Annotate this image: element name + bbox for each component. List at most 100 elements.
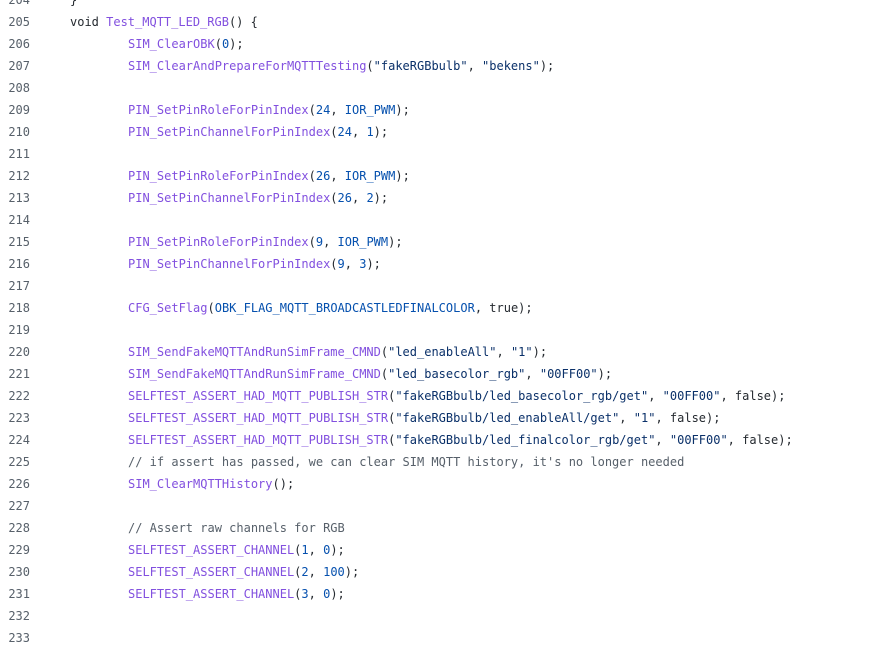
code-token: ); (388, 235, 403, 249)
code-token: , (727, 433, 743, 447)
line-number[interactable]: 214 (8, 213, 30, 227)
code-text: PIN_SetPinChannelForPinIndex(26, 2); (128, 187, 388, 209)
code-token: 0 (221, 37, 230, 51)
code-line: 228 // Assert raw channels for RGB (0, 517, 886, 539)
code-token: ( (388, 389, 396, 403)
code-token: 26 (315, 169, 331, 183)
code-token: OBK_FLAG_MQTT_BROADCASTLEDFINALCOLOR (214, 301, 475, 315)
code-text: SELFTEST_ASSERT_CHANNEL(2, 100); (128, 561, 359, 583)
code-token: ( (388, 433, 396, 447)
code-token: 9 (337, 257, 345, 271)
code-line: 223 SELFTEST_ASSERT_HAD_MQTT_PUBLISH_STR(… (0, 407, 886, 429)
code-token: SIM_ClearOBK (128, 37, 215, 51)
code-token: (); (272, 477, 295, 491)
code-token: } (70, 0, 78, 7)
code-token: IOR_PWM (344, 103, 396, 117)
code-token: 1 (366, 125, 374, 139)
code-token: IOR_PWM (344, 169, 396, 183)
code-token: 2 (366, 191, 374, 205)
line-number[interactable]: 213 (8, 191, 30, 205)
line-number[interactable]: 226 (8, 477, 30, 491)
line-number[interactable]: 220 (8, 345, 30, 359)
line-number[interactable]: 204 (8, 0, 30, 7)
line-number[interactable]: 224 (8, 433, 30, 447)
code-token: ); (532, 345, 548, 359)
code-token: Test_MQTT_LED_RGB (106, 15, 229, 29)
line-number[interactable]: 232 (8, 609, 30, 623)
code-line: 225 // if assert has passed, we can clear… (0, 451, 886, 473)
code-line: 227 (0, 495, 886, 517)
code-token: CFG_SetFlag (128, 301, 208, 315)
code-text: PIN_SetPinRoleForPinIndex(24, IOR_PWM); (128, 99, 410, 121)
code-token: SIM_SendFakeMQTTAndRunSimFrame_CMND (128, 367, 381, 381)
code-token: ( (380, 367, 389, 381)
code-token: false (742, 433, 779, 447)
code-token: ( (308, 169, 316, 183)
code-line: 232 (0, 605, 886, 627)
line-number[interactable]: 219 (8, 323, 30, 337)
code-token: , (467, 59, 483, 73)
line-number[interactable]: 229 (8, 543, 30, 557)
line-number[interactable]: 222 (8, 389, 30, 403)
code-token: , (308, 565, 324, 579)
line-number[interactable]: 211 (8, 147, 30, 161)
code-text: SELFTEST_ASSERT_HAD_MQTT_PUBLISH_STR("fa… (128, 407, 720, 429)
line-number[interactable]: 233 (8, 631, 30, 645)
line-number[interactable]: 216 (8, 257, 30, 271)
line-number[interactable]: 221 (8, 367, 30, 381)
code-token: ); (330, 587, 345, 601)
code-token: "led_enableAll" (388, 345, 497, 359)
code-token: 3 (359, 257, 367, 271)
code-line: 217 (0, 275, 886, 297)
code-token: 0 (323, 543, 331, 557)
line-number[interactable]: 209 (8, 103, 30, 117)
code-token: // Assert raw channels for RGB (128, 521, 345, 535)
line-number[interactable]: 225 (8, 455, 30, 469)
code-token: ); (539, 59, 555, 73)
code-token: ); (778, 433, 793, 447)
code-token: 24 (337, 125, 352, 139)
code-token: ); (518, 301, 533, 315)
line-number[interactable]: 218 (8, 301, 30, 315)
code-token: ( (330, 257, 338, 271)
line-number[interactable]: 215 (8, 235, 30, 249)
code-token: ( (214, 37, 222, 51)
line-number[interactable]: 228 (8, 521, 30, 535)
code-text: PIN_SetPinRoleForPinIndex(26, IOR_PWM); (128, 165, 410, 187)
line-number[interactable]: 206 (8, 37, 30, 51)
line-number[interactable]: 208 (8, 81, 30, 95)
code-line: 214 (0, 209, 886, 231)
line-number[interactable]: 223 (8, 411, 30, 425)
line-number[interactable]: 212 (8, 169, 30, 183)
line-number[interactable]: 231 (8, 587, 30, 601)
code-text: void Test_MQTT_LED_RGB() { (70, 11, 258, 33)
code-token: ( (308, 103, 316, 117)
code-line: 230 SELFTEST_ASSERT_CHANNEL(2, 100); (0, 561, 886, 583)
code-token: ); (373, 125, 389, 139)
line-number[interactable]: 210 (8, 125, 30, 139)
code-token: SELFTEST_ASSERT_CHANNEL (128, 543, 295, 557)
line-number[interactable]: 217 (8, 279, 30, 293)
line-number[interactable]: 230 (8, 565, 30, 579)
code-text: SIM_SendFakeMQTTAndRunSimFrame_CMND("led… (128, 363, 612, 385)
code-token: , (648, 389, 663, 403)
line-number[interactable]: 205 (8, 15, 30, 29)
code-text: CFG_SetFlag(OBK_FLAG_MQTT_BROADCASTLEDFI… (128, 297, 533, 319)
line-number[interactable]: 207 (8, 59, 30, 73)
line-number[interactable]: 227 (8, 499, 30, 513)
code-token: , (344, 257, 360, 271)
code-token: ( (294, 587, 302, 601)
code-token: ); (229, 37, 244, 51)
code-token: SIM_ClearAndPrepareForMQTTTesting (128, 59, 367, 73)
code-token: // if assert has passed, we can clear SI… (128, 455, 685, 469)
code-line: 204} (0, 0, 886, 11)
code-token: , (330, 169, 345, 183)
code-token: PIN_SetPinChannelForPinIndex (128, 257, 331, 271)
code-text: SELFTEST_ASSERT_HAD_MQTT_PUBLISH_STR("fa… (128, 429, 793, 451)
code-text: SELFTEST_ASSERT_CHANNEL(3, 0); (128, 583, 345, 605)
